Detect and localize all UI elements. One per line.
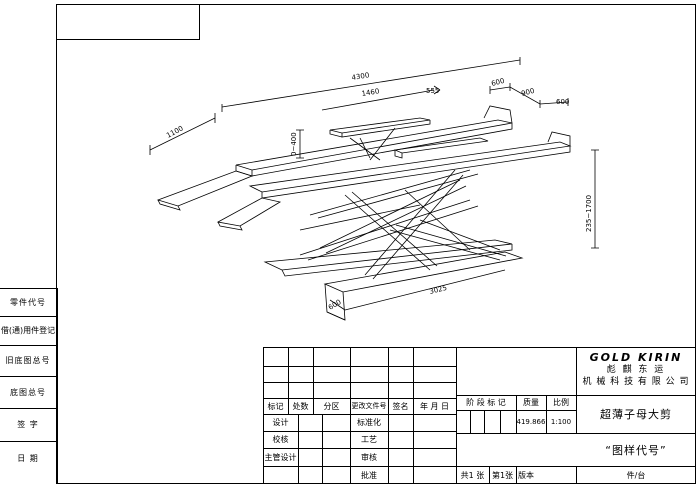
scale-label: 比例 bbox=[553, 398, 569, 407]
dim-platform-end: 555 bbox=[426, 87, 439, 95]
title-block bbox=[263, 347, 696, 484]
dim-base-width: 600 bbox=[327, 298, 343, 312]
dim-top-600-right: 600 bbox=[556, 98, 569, 106]
header-mark: 标记 bbox=[267, 401, 284, 411]
weight-value: 419.866 bbox=[516, 417, 546, 426]
role-check: 校核 bbox=[272, 435, 289, 444]
dim-max-height: 235~1700 bbox=[585, 195, 593, 232]
header-change-doc: 更改文件号 bbox=[351, 402, 387, 410]
side-panel: 零件代号 借(通)用件登记 旧底图总号 底图总号 签 字 日 期 bbox=[0, 288, 58, 484]
scissor-arm bbox=[299, 199, 471, 256]
sheet-total: 共1 张 bbox=[460, 470, 485, 480]
scale-value: 1:100 bbox=[550, 417, 572, 426]
header-date: 年 月 日 bbox=[419, 401, 450, 411]
role-process: 工艺 bbox=[361, 435, 377, 444]
header-count: 处数 bbox=[292, 401, 309, 411]
dim-total-length: 4300 bbox=[351, 71, 370, 82]
sheet-number: 第1张 bbox=[491, 470, 514, 480]
side-label-signature: 签 字 bbox=[17, 419, 39, 429]
corner-box bbox=[56, 4, 200, 40]
side-label-base-number: 底图总号 bbox=[10, 387, 46, 397]
drawing-frame bbox=[56, 4, 696, 484]
runway-left bbox=[235, 119, 513, 171]
side-label-date: 日 期 bbox=[17, 453, 39, 463]
dim-top-900: 900 bbox=[520, 87, 535, 98]
side-label-shared-register: 借(通)用件登记 bbox=[0, 325, 56, 335]
role-standardization: 标准化 bbox=[357, 418, 381, 427]
base-frame bbox=[323, 251, 524, 293]
role-chief-design: 主管设计 bbox=[264, 452, 297, 462]
company-name-line1: 彪 麒 东 运 bbox=[606, 364, 666, 375]
side-label-part-code: 零件代号 bbox=[10, 297, 46, 307]
company-name-line2: 机 械 科 技 有 限 公 司 bbox=[582, 376, 690, 387]
sub-lift-platform bbox=[329, 117, 431, 134]
version-label: 版本 bbox=[518, 470, 534, 480]
header-zone: 分区 bbox=[323, 401, 340, 411]
stage-mark-label: 阶 段 标 记 bbox=[466, 398, 506, 407]
weight-label: 质量 bbox=[523, 398, 539, 407]
drawing-code: “图样代号” bbox=[605, 443, 667, 457]
dim-platform-length: 1460 bbox=[361, 87, 380, 98]
piece-per-unit: 件/台 bbox=[626, 470, 646, 480]
role-design: 设计 bbox=[272, 418, 289, 427]
company-logo: GOLD KIRIN bbox=[589, 350, 683, 364]
side-label-old-base-number: 旧底图总号 bbox=[5, 355, 51, 365]
ramp-left bbox=[156, 170, 254, 207]
role-approve: 批准 bbox=[361, 470, 377, 480]
dim-lift-height: 0~400 bbox=[290, 132, 298, 156]
role-review: 审核 bbox=[361, 452, 377, 462]
dim-base-length: 3025 bbox=[429, 284, 448, 296]
product-name: 超薄子母大剪 bbox=[600, 408, 672, 421]
dim-top-600-left: 600 bbox=[490, 77, 505, 88]
header-signature: 签名 bbox=[392, 401, 409, 411]
